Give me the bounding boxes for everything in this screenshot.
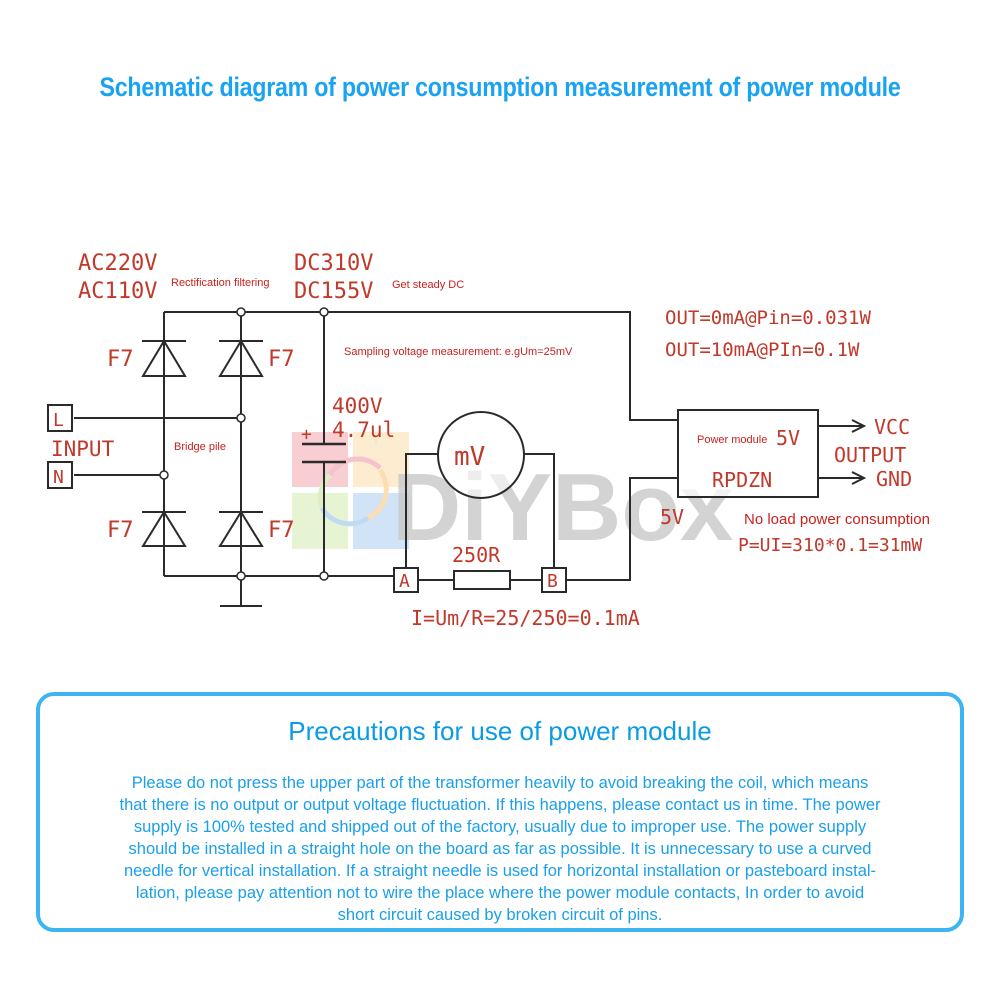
power-module-box (677, 409, 819, 498)
millivolt-meter (437, 411, 525, 499)
output-gnd-label: GND (876, 467, 912, 491)
bridge-pile-label: Bridge pile (174, 441, 226, 453)
five-volt-label: 5V (660, 505, 684, 529)
ac110-label: AC110V (78, 279, 157, 304)
precautions-panel: Precautions for use of power module Plea… (36, 692, 964, 932)
schematic-diagram: DiYBox (47, 251, 930, 630)
no-load-label: No load power consumption (744, 511, 930, 528)
precautions-line: supply is 100% tested and shipped out of… (133, 818, 867, 836)
ac220-label: AC220V (78, 251, 157, 276)
terminal-l-label: L (53, 410, 64, 431)
meter-label: mV (454, 442, 485, 472)
diode-label-bl: F7 (107, 518, 134, 543)
terminal-a-box (393, 567, 419, 593)
output-vcc-label: VCC (874, 415, 910, 439)
terminal-n-label: N (53, 467, 64, 488)
precautions-line: should be installed in a straight hole o… (128, 840, 872, 858)
junctions (159, 307, 329, 581)
capacitor-symbol (302, 442, 346, 464)
input-label: INPUT (51, 437, 115, 461)
dc310-label: DC310V (294, 251, 373, 276)
capacitor-value: 4.7ul (332, 418, 395, 442)
diode-label-tr: F7 (268, 347, 295, 372)
precautions-line: needle for vertical installation. If a s… (123, 862, 877, 880)
precautions-text: Please do not press the upper part of th… (46, 772, 954, 926)
diode-bottom-right (218, 510, 264, 547)
terminal-b-label: B (547, 571, 558, 592)
rectification-label: Rectification filtering (171, 277, 269, 289)
capacitor-plus: + (301, 424, 312, 445)
diode-top-left (141, 339, 187, 377)
precautions-title: Precautions for use of power module (288, 716, 712, 746)
precautions-line: lation, please pay attention not to wire… (135, 884, 865, 902)
capacitor-voltage: 400V (332, 394, 383, 418)
diode-top-right (218, 339, 264, 377)
measurement-10ma: OUT=10mA@PIn=0.1W (665, 339, 860, 361)
resistor-label: 250R (452, 543, 501, 567)
page-title: Schematic diagram of power consumption m… (99, 72, 901, 102)
diode-label-tl: F7 (107, 347, 134, 372)
diode-label-br: F7 (268, 518, 295, 543)
watermark-logo (292, 432, 409, 549)
current-formula: I=Um/R=25/250=0.1mA (411, 606, 640, 630)
resistor-symbol (453, 570, 511, 590)
wires (74, 311, 867, 607)
terminal-l-box (47, 404, 73, 432)
precautions-line: Please do not press the upper part of th… (131, 774, 869, 792)
sampling-label: Sampling voltage measurement: e.gUm=25mV (344, 346, 573, 358)
logo-square-red (292, 432, 348, 487)
precautions-line: that there is no output or output voltag… (119, 796, 881, 814)
terminal-a-label: A (399, 571, 410, 592)
dc155-label: DC155V (294, 279, 373, 304)
terminal-n-box (47, 461, 73, 489)
diode-bottom-left (141, 510, 187, 547)
power-module-model: RPDZN (712, 468, 772, 492)
output-label: OUTPUT (834, 443, 906, 467)
terminal-b-box (541, 567, 567, 593)
precautions-line: short circuit caused by broken circuit o… (337, 906, 663, 924)
steady-dc-label: Get steady DC (392, 279, 464, 291)
power-module-voltage: 5V (776, 426, 800, 450)
measurement-0ma: OUT=0mA@Pin=0.031W (665, 307, 871, 329)
power-formula: P=UI=310*0.1=31mW (738, 535, 922, 556)
power-module-label: Power module (697, 434, 767, 446)
